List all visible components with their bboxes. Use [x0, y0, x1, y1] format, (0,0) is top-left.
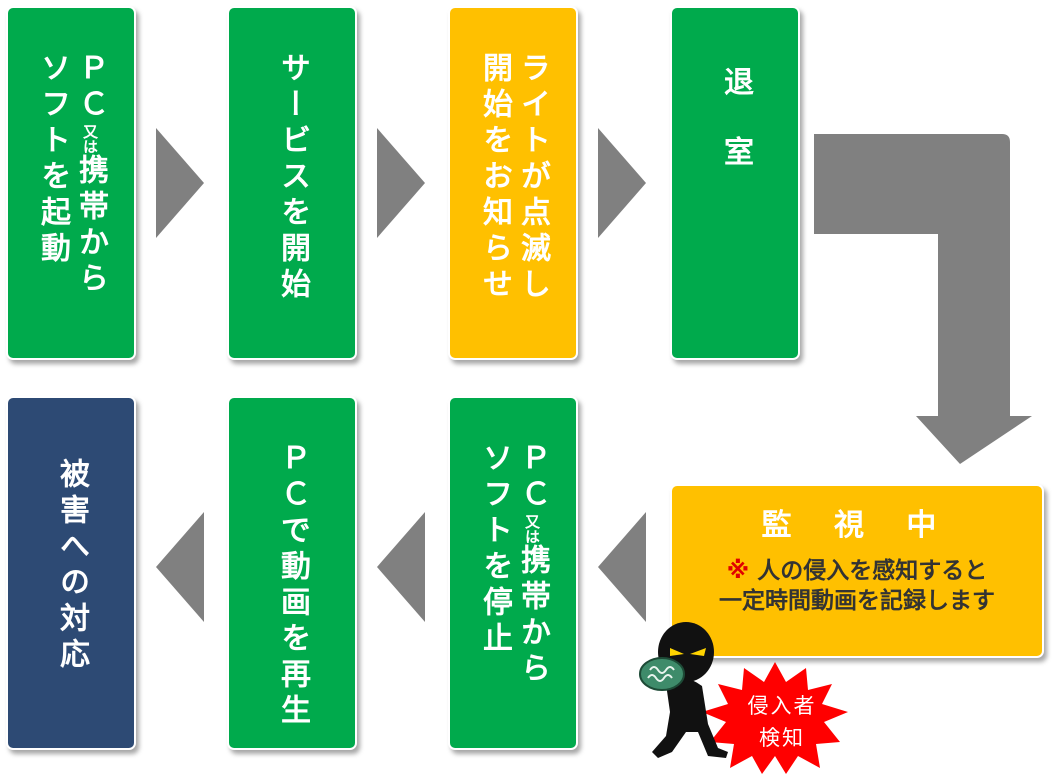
monitoring-box: 監 視 中 ※ 人の侵入を感知すると 一定時間動画を記録します [670, 484, 1044, 658]
thief-body [652, 678, 728, 758]
step-play-video: ＰＣで動画を再生 [227, 396, 357, 750]
intruder-detected-label: 侵入者 検知 [738, 690, 826, 754]
bent-arrow-down [814, 134, 1032, 464]
arrow-left-1 [598, 512, 646, 622]
start-service-column-1: サービスを開始 [275, 52, 310, 304]
launch-column-1: ＰＣ又は携帯から [73, 52, 108, 298]
arrow-left-2-shape [377, 512, 425, 622]
note-line-2: 一定時間動画を記録します [719, 588, 995, 614]
launch-text-1-2: 又は [81, 124, 99, 154]
thief-eye-left [670, 648, 684, 656]
launch-column-2: ソフトを起動 [35, 52, 70, 298]
step-respond-damage-text: 被害への対応 [54, 458, 89, 674]
arrow-right-2 [377, 128, 425, 238]
leave-room-text-1-1: 退室 [718, 66, 753, 206]
light-blink-column-2: 開始をお知らせ [477, 52, 512, 304]
stop-software-text-1-2: 又は [523, 514, 541, 544]
arrow-left-1-shape [598, 512, 646, 622]
step-stop-software-text: ＰＣ又は携帯からソフトを停止 [477, 442, 550, 688]
arrow-right-2-shape [377, 128, 425, 238]
intruder-thief-icon [639, 622, 728, 758]
step-respond-damage: 被害への対応 [6, 396, 136, 750]
monitoring-note: ※ 人の侵入を感知すると 一定時間動画を記録します [672, 556, 1042, 616]
arrow-left-2 [377, 512, 425, 622]
monitoring-title: 監 視 中 [761, 508, 953, 543]
step-stop-software: ＰＣ又は携帯からソフトを停止 [448, 396, 578, 750]
step-play-video-text: ＰＣで動画を再生 [275, 442, 310, 730]
respond-damage-text-1-1: 被害への対応 [54, 458, 89, 674]
launch-text-2-1: ソフトを起動 [35, 52, 70, 268]
note-line-1: 人の侵入を感知すると [757, 558, 988, 584]
light-blink-text-1-1: ライトが点滅し [515, 52, 550, 304]
step-light-blink: ライトが点滅し開始をお知らせ [448, 6, 578, 360]
light-blink-text-2-1: 開始をお知らせ [477, 52, 512, 304]
light-blink-column-1: ライトが点滅し [515, 52, 550, 304]
bent-arrow-down-shape [814, 134, 1032, 464]
step-start-service: サービスを開始 [227, 6, 357, 360]
note-mark: ※ [726, 558, 750, 584]
step-launch-software: ＰＣ又は携帯からソフトを起動 [6, 6, 136, 360]
step-launch-software-text: ＰＣ又は携帯からソフトを起動 [35, 52, 108, 298]
step-leave-room-text: 退室 [718, 66, 753, 206]
respond-damage-column-1: 被害への対応 [54, 458, 89, 674]
arrow-right-3-shape [598, 128, 646, 238]
play-video-text-1-1: ＰＣで動画を再生 [275, 442, 310, 730]
burst-line-1: 侵入者 [747, 694, 817, 718]
step-leave-room: 退室 [670, 6, 800, 360]
stop-software-column-2: ソフトを停止 [477, 442, 512, 688]
stop-software-text-1-3: 携帯から [515, 544, 550, 688]
burst-line-2: 検知 [759, 726, 805, 750]
launch-text-1-1: ＰＣ [73, 52, 108, 124]
stop-software-text-1-1: ＰＣ [515, 442, 550, 514]
leave-room-column-1: 退室 [718, 66, 753, 206]
arrow-left-3-shape [156, 512, 204, 622]
burst-shape [702, 662, 848, 774]
stop-software-column-1: ＰＣ又は携帯から [515, 442, 550, 688]
arrow-right-1 [156, 128, 204, 238]
thief-eye-right [690, 648, 706, 656]
step-start-service-text: サービスを開始 [275, 52, 310, 304]
arrow-right-1-shape [156, 128, 204, 238]
start-service-text-1-1: サービスを開始 [275, 52, 310, 304]
loot-bag-pattern [647, 666, 675, 682]
intruder-burst-icon [702, 662, 848, 774]
launch-text-1-3: 携帯から [73, 154, 108, 298]
arrow-right-3 [598, 128, 646, 238]
stop-software-text-2-1: ソフトを停止 [477, 442, 512, 658]
arrow-left-3 [156, 512, 204, 622]
play-video-column-1: ＰＣで動画を再生 [275, 442, 310, 730]
step-light-blink-text: ライトが点滅し開始をお知らせ [477, 52, 550, 304]
